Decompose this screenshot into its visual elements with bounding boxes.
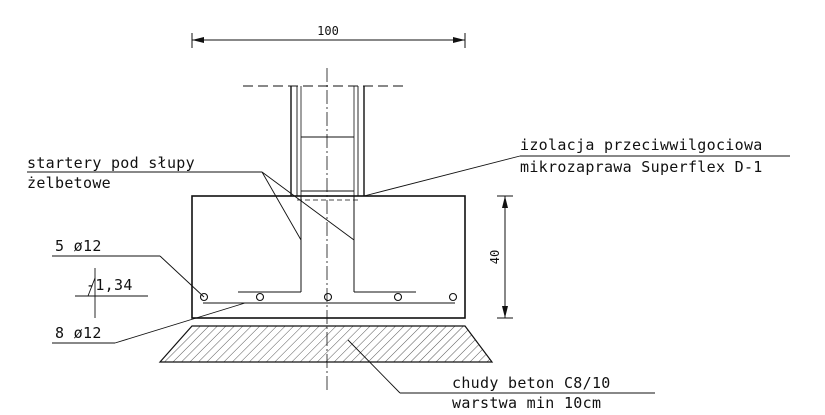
rebar-section (255, 292, 265, 302)
lean-concrete-label-line1: chudy beton C8/10 (452, 374, 611, 392)
insulation-label-line2: mikrozaprawa Superflex D-1 (520, 158, 763, 176)
width-dimension-value: 100 (317, 24, 339, 38)
bottom-reinforcement (199, 292, 458, 304)
starter-bars (238, 196, 416, 293)
callout-starters: startery pod słupy żelbetowe (27, 154, 355, 241)
rebar-section (199, 292, 209, 302)
top-bars-label: 5 ø12 (55, 237, 102, 255)
footing (191, 195, 466, 319)
height-dimension: 40 (488, 195, 513, 319)
starters-label-line2: żelbetowe (27, 174, 111, 192)
level-mark: -1,34 (75, 268, 148, 318)
starters-label-line1: startery pod słupy (27, 154, 195, 172)
rebar-section (448, 292, 458, 302)
callout-bottom-bars: 8 ø12 (52, 302, 246, 344)
lean-concrete-label-line2: warstwa min 10cm (452, 394, 601, 412)
column (243, 85, 405, 196)
level-mark-value: -1,34 (86, 276, 133, 294)
callout-insulation: izolacja przeciwwilgociowa mikrozaprawa … (363, 136, 790, 197)
insulation-label-line1: izolacja przeciwwilgociowa (520, 136, 763, 154)
lean-concrete-layer (158, 325, 494, 363)
width-dimension: 100 (191, 24, 466, 48)
callout-top-bars: 5 ø12 (52, 237, 205, 298)
bottom-bars-label: 8 ø12 (55, 324, 102, 342)
height-dimension-value: 40 (488, 250, 502, 264)
rebar-section (393, 292, 403, 302)
rebar-section (323, 292, 333, 302)
callout-lean-concrete: chudy beton C8/10 warstwa min 10cm (347, 339, 655, 412)
